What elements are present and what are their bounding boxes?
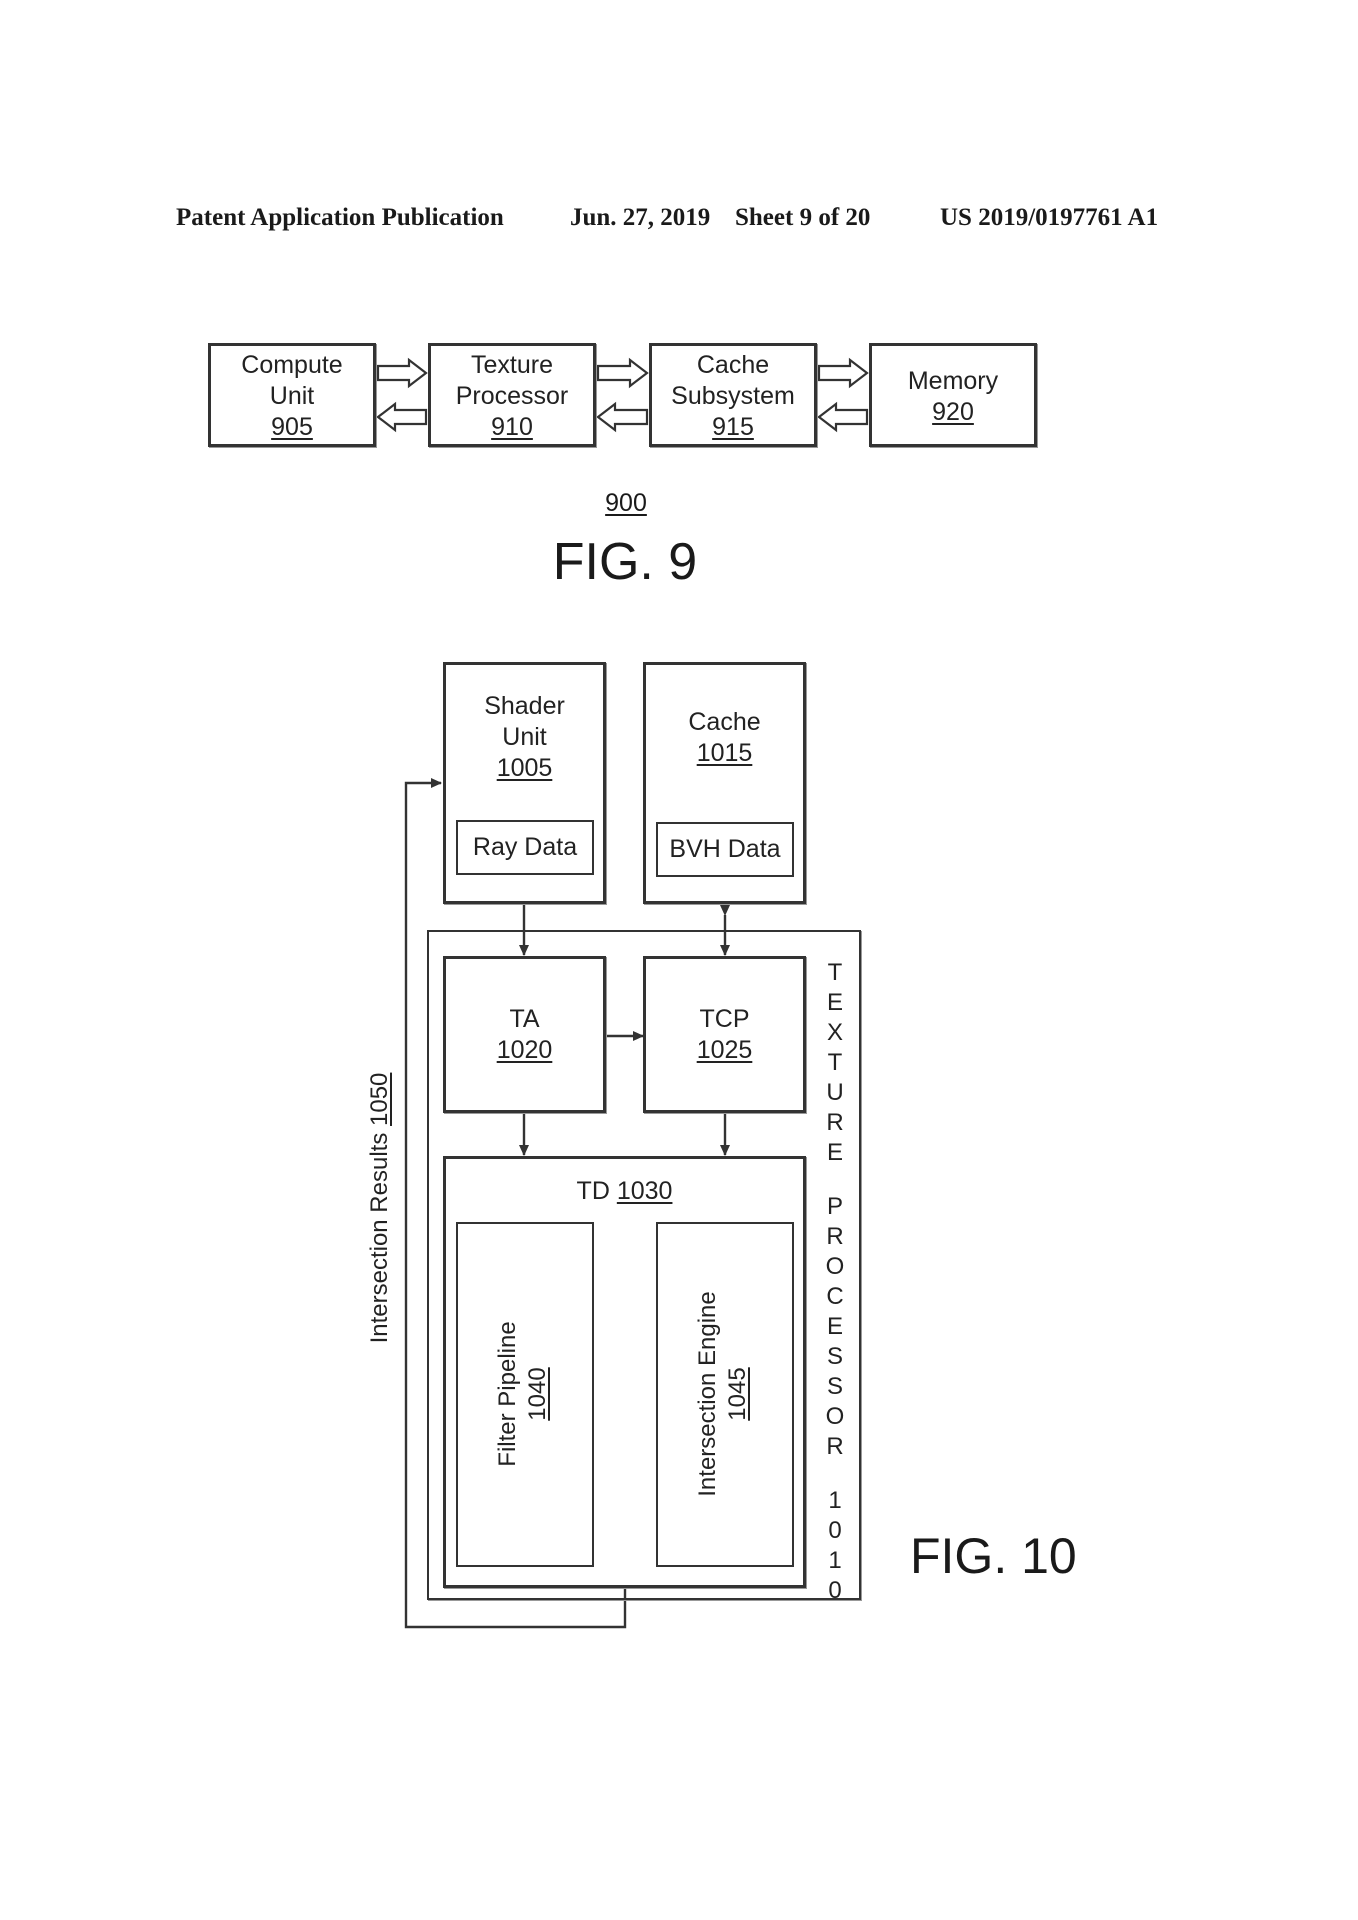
intersection-results-label: Intersection Results 1050 bbox=[365, 1058, 395, 1358]
box-title: TD bbox=[576, 1177, 610, 1205]
arrow-905-to-910 bbox=[376, 357, 428, 389]
texture-processor-box bbox=[427, 930, 861, 1600]
vertical-letter: X bbox=[826, 1019, 843, 1046]
compute-unit-box: Compute Unit 905 bbox=[208, 343, 376, 447]
reference-number: 1050 bbox=[366, 1072, 393, 1126]
arrow-920-to-915 bbox=[817, 401, 869, 433]
bvh-data-box: BVH Data bbox=[656, 822, 794, 877]
figure-10-title: FIG. 10 bbox=[910, 1528, 1077, 1584]
reference-number: 905 bbox=[271, 413, 313, 441]
filter-pipeline-label: Filter Pipeline bbox=[494, 1321, 521, 1467]
vertical-letter: 0 bbox=[828, 1517, 842, 1544]
filter-pipeline-box: Filter Pipeline 1040 bbox=[456, 1222, 594, 1567]
texture-processor-box: Texture Processor 910 bbox=[428, 343, 596, 447]
vertical-letter: 1 bbox=[828, 1487, 842, 1514]
td-box: TD 1030 Filter Pipeline 1040 Intersectio… bbox=[443, 1156, 806, 1588]
ta-box: TA 1020 bbox=[443, 956, 606, 1113]
box-title: Shader bbox=[484, 692, 565, 720]
figure-9-title: FIG. 9 bbox=[552, 533, 698, 591]
arrow-910-to-915 bbox=[596, 357, 649, 389]
figure-reference-900: 900 bbox=[605, 489, 647, 517]
reference-number: 910 bbox=[491, 413, 533, 441]
sheet-number: Sheet 9 of 20 bbox=[735, 204, 871, 231]
vertical-letter: S bbox=[826, 1373, 843, 1400]
reference-number: 915 bbox=[712, 413, 754, 441]
arrow-915-to-910 bbox=[596, 401, 649, 433]
tcp-box: TCP 1025 bbox=[643, 956, 806, 1113]
vertical-letter: R bbox=[826, 1109, 844, 1136]
vertical-letter: P bbox=[826, 1193, 843, 1220]
reference-number: 1005 bbox=[496, 754, 553, 782]
vertical-letter: E bbox=[826, 1139, 843, 1166]
memory-box: Memory 920 bbox=[869, 343, 1037, 447]
box-title: TCP bbox=[699, 1005, 750, 1033]
intersection-engine-box: Intersection Engine 1045 bbox=[656, 1222, 794, 1567]
ray-data-box: Ray Data bbox=[456, 820, 594, 875]
vertical-letter: S bbox=[826, 1343, 843, 1370]
ray-data-label: Ray Data bbox=[472, 833, 578, 861]
vertical-letter: O bbox=[825, 1403, 845, 1430]
intersection-results-text: Intersection Results bbox=[366, 1132, 393, 1344]
box-title: Subsystem bbox=[671, 382, 795, 410]
vertical-letter: T bbox=[827, 1049, 843, 1076]
reference-number: 1040 bbox=[524, 1367, 551, 1421]
vertical-letter: T bbox=[827, 959, 843, 986]
arrow-915-to-920 bbox=[817, 357, 869, 389]
box-title: Unit bbox=[269, 382, 315, 410]
vertical-letter: E bbox=[826, 989, 843, 1016]
box-title: TA bbox=[509, 1005, 540, 1033]
reference-number: 920 bbox=[932, 398, 974, 426]
vertical-letter: 0 bbox=[828, 1577, 842, 1604]
box-title: Cache bbox=[696, 351, 770, 379]
box-title: Cache bbox=[688, 708, 761, 736]
letter-gap bbox=[820, 1168, 850, 1192]
cache-box: Cache 1015 BVH Data bbox=[643, 662, 806, 904]
publication-title: Patent Application Publication bbox=[176, 204, 504, 231]
vertical-letter: O bbox=[825, 1253, 845, 1280]
vertical-letter: C bbox=[826, 1283, 844, 1310]
arrow-910-to-905 bbox=[376, 401, 428, 433]
vertical-letter: U bbox=[826, 1079, 844, 1106]
letter-gap bbox=[820, 1462, 850, 1486]
shader-unit-box: Shader Unit 1005 Ray Data bbox=[443, 662, 606, 904]
cache-subsystem-box: Cache Subsystem 915 bbox=[649, 343, 817, 447]
reference-number: 1045 bbox=[724, 1367, 751, 1421]
page-header: Patent Application Publication Jun. 27, … bbox=[176, 204, 1176, 240]
reference-number: 1030 bbox=[616, 1177, 673, 1205]
vertical-letter: R bbox=[826, 1433, 844, 1460]
vertical-letter: E bbox=[826, 1313, 843, 1340]
intersection-engine-label: Intersection Engine bbox=[694, 1291, 721, 1497]
publication-number: US 2019/0197761 A1 bbox=[940, 204, 1159, 231]
bvh-data-label: BVH Data bbox=[669, 835, 781, 863]
reference-number: 1015 bbox=[696, 739, 753, 767]
publication-date: Jun. 27, 2019 bbox=[570, 204, 711, 231]
box-title: Unit bbox=[502, 723, 547, 751]
vertical-letter: 1 bbox=[828, 1547, 842, 1574]
vertical-letter: R bbox=[826, 1223, 844, 1250]
reference-number: 1025 bbox=[696, 1036, 753, 1064]
reference-number: 1020 bbox=[496, 1036, 553, 1064]
box-title: Texture bbox=[471, 351, 553, 379]
box-title: Processor bbox=[455, 382, 569, 410]
box-title: Memory bbox=[907, 367, 999, 395]
box-title: Compute bbox=[241, 351, 343, 379]
